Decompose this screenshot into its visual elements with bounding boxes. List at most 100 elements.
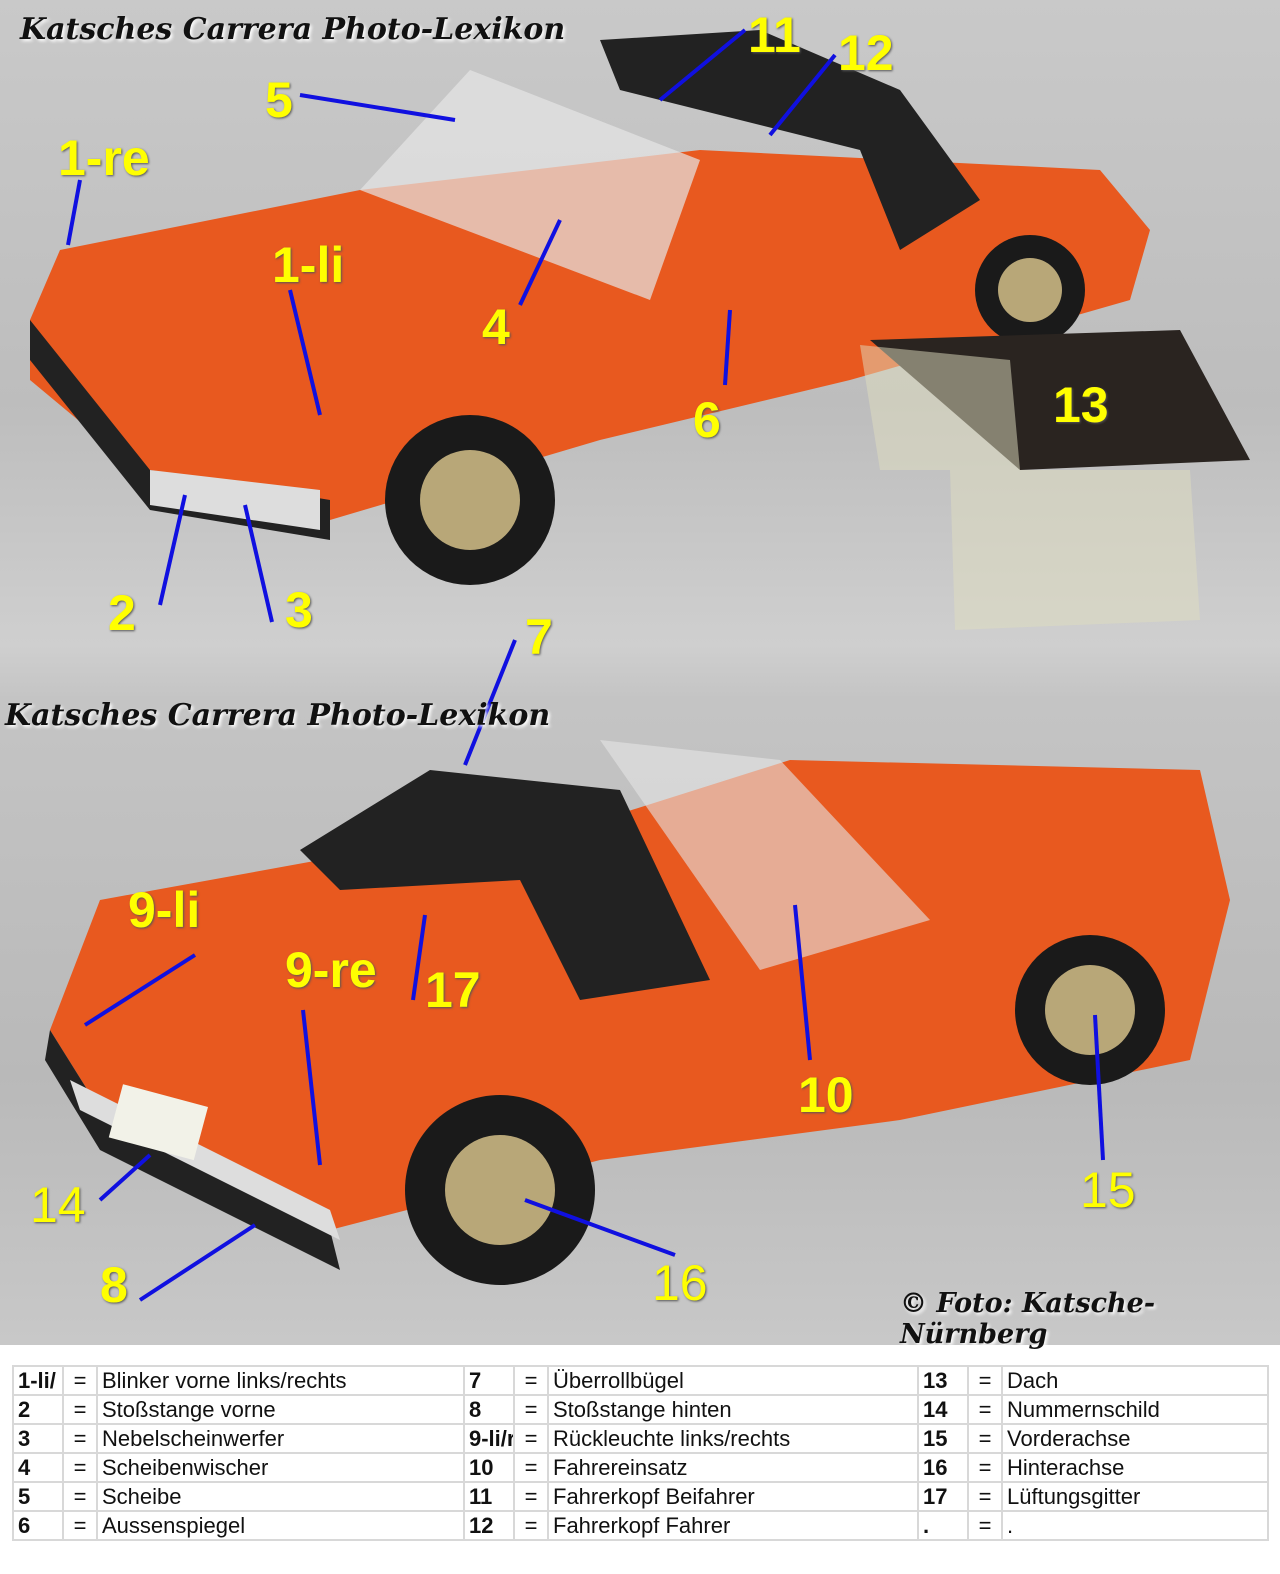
arrow-4 bbox=[518, 219, 562, 306]
label-4: 4 bbox=[482, 299, 510, 355]
label-5: 5 bbox=[265, 72, 293, 128]
legend-key: 11 bbox=[463, 1481, 515, 1512]
annotated-photo: Katsches Carrera Photo-Lexikon Katsches … bbox=[0, 0, 1280, 1350]
legend-equals: = bbox=[62, 1510, 98, 1541]
legend-description: Scheibe bbox=[96, 1481, 465, 1512]
legend-equals: = bbox=[967, 1423, 1003, 1454]
legend-description: Nummernschild bbox=[1001, 1394, 1269, 1425]
arrow-12 bbox=[768, 53, 837, 137]
label-10: 10 bbox=[798, 1067, 854, 1123]
arrow-1-li bbox=[288, 289, 322, 416]
arrow-8 bbox=[138, 1223, 257, 1302]
label-12: 12 bbox=[838, 25, 894, 81]
legend-key: 7 bbox=[463, 1365, 515, 1396]
label-1-li: 1-li bbox=[272, 237, 345, 293]
legend-key: 8 bbox=[463, 1394, 515, 1425]
watermark-top: Katsches Carrera Photo-Lexikon bbox=[20, 12, 566, 47]
label-1-re: 1-re bbox=[58, 130, 150, 186]
legend-equals: = bbox=[513, 1452, 549, 1483]
car-illustration bbox=[30, 28, 1250, 1302]
label-8: 8 bbox=[100, 1257, 128, 1313]
label-11: 11 bbox=[748, 7, 801, 63]
legend-description: . bbox=[1001, 1510, 1269, 1541]
legend-key: 12 bbox=[463, 1510, 515, 1541]
legend-key: 15 bbox=[917, 1423, 969, 1454]
arrow-15 bbox=[1093, 1014, 1105, 1161]
arrow-11 bbox=[658, 28, 747, 102]
arrow-10 bbox=[793, 904, 812, 1061]
legend-description: Scheibenwischer bbox=[96, 1452, 465, 1483]
legend-equals: = bbox=[62, 1481, 98, 1512]
legend-key: . bbox=[917, 1510, 969, 1541]
legend-key: 17 bbox=[917, 1481, 969, 1512]
arrow-7 bbox=[463, 639, 517, 766]
copyright: © Foto: Katsche-Nürnberg bbox=[900, 1288, 1156, 1350]
legend-equals: = bbox=[967, 1452, 1003, 1483]
arrow-6 bbox=[723, 309, 732, 386]
legend-description: Nebelscheinwerfer bbox=[96, 1423, 465, 1454]
arrow-5 bbox=[299, 93, 456, 122]
annotation-arrows bbox=[66, 28, 1105, 1302]
legend-description: Rückleuchte links/rechts bbox=[547, 1423, 919, 1454]
label-17: 17 bbox=[425, 962, 481, 1018]
legend-description: Fahrerkopf Beifahrer bbox=[547, 1481, 919, 1512]
legend-equals: = bbox=[513, 1394, 549, 1425]
watermark-middle: Katsches Carrera Photo-Lexikon bbox=[5, 698, 551, 733]
legend-description: Stoßstange vorne bbox=[96, 1394, 465, 1425]
label-15: 15 bbox=[1080, 1162, 1136, 1218]
arrow-2 bbox=[158, 494, 187, 606]
arrow-14 bbox=[98, 1153, 152, 1202]
car-bottom-view-rear bbox=[45, 740, 1230, 1285]
legend-description: Fahrereinsatz bbox=[547, 1452, 919, 1483]
label-6: 6 bbox=[693, 392, 721, 448]
legend-equals: = bbox=[513, 1510, 549, 1541]
legend-key: 10 bbox=[463, 1452, 515, 1483]
label-9-re: 9-re bbox=[285, 942, 377, 998]
legend-key: 6 bbox=[12, 1510, 64, 1541]
legend-equals: = bbox=[513, 1423, 549, 1454]
legend-equals: = bbox=[967, 1510, 1003, 1541]
legend-equals: = bbox=[513, 1481, 549, 1512]
legend-key: 3 bbox=[12, 1423, 64, 1454]
label-3: 3 bbox=[285, 582, 313, 638]
car-top-view-front bbox=[30, 30, 1250, 630]
legend-key: 2 bbox=[12, 1394, 64, 1425]
legend-equals: = bbox=[62, 1394, 98, 1425]
legend-description: Stoßstange hinten bbox=[547, 1394, 919, 1425]
legend-key: 16 bbox=[917, 1452, 969, 1483]
label-7: 7 bbox=[525, 609, 553, 665]
legend-description: Blinker vorne links/rechts bbox=[96, 1365, 465, 1396]
label-16: 16 bbox=[652, 1255, 708, 1311]
legend-equals: = bbox=[62, 1423, 98, 1454]
arrow-17 bbox=[411, 914, 427, 1001]
legend-equals: = bbox=[513, 1365, 549, 1396]
legend-equals: = bbox=[967, 1365, 1003, 1396]
legend-equals: = bbox=[62, 1365, 98, 1396]
arrow-3 bbox=[243, 504, 274, 623]
legend-key: 14 bbox=[917, 1394, 969, 1425]
legend-key: 9-li/r bbox=[463, 1423, 515, 1454]
arrow-9-re bbox=[301, 1009, 322, 1166]
legend-description: Hinterachse bbox=[1001, 1452, 1269, 1483]
legend-key: 4 bbox=[12, 1452, 64, 1483]
legend-key: 1-li/ bbox=[12, 1365, 64, 1396]
legend-description: Lüftungsgitter bbox=[1001, 1481, 1269, 1512]
legend-key: 13 bbox=[917, 1365, 969, 1396]
legend-key: 5 bbox=[12, 1481, 64, 1512]
arrow-9-li bbox=[83, 953, 197, 1027]
legend-description: Fahrerkopf Fahrer bbox=[547, 1510, 919, 1541]
label-14: 14 bbox=[30, 1177, 86, 1233]
legend-equals: = bbox=[967, 1394, 1003, 1425]
label-2: 2 bbox=[108, 585, 136, 641]
legend-description: Dach bbox=[1001, 1365, 1269, 1396]
label-9-li: 9-li bbox=[128, 882, 201, 938]
label-13: 13 bbox=[1053, 377, 1109, 433]
legend-equals: = bbox=[967, 1481, 1003, 1512]
